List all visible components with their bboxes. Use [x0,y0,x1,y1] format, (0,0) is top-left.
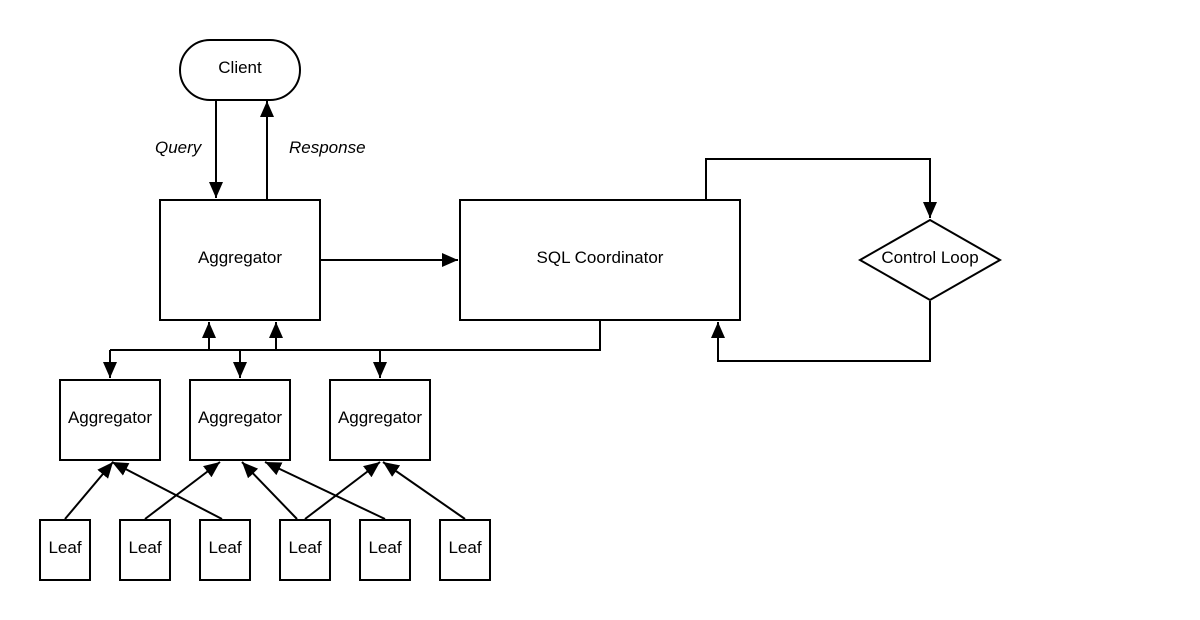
leaf-2-to-child-aggregator-2-arrow [144,461,221,520]
connectors [64,100,937,520]
child-aggregator-node-3: Aggregator [329,379,431,461]
aggregator-node: Aggregator [159,199,321,321]
leaf-4-to-child-aggregator-2-arrow [241,461,298,520]
response-label: Response [289,138,366,157]
coordinator-to-control-loop-arrow [705,158,937,218]
client-label: Client [218,58,262,77]
leaf-label-5: Leaf [368,538,401,557]
control-loop-node: Control Loop [857,218,1003,302]
sql-coordinator-node: SQL Coordinator [459,199,741,321]
sql-coordinator-label: SQL Coordinator [537,248,664,267]
child-aggregator-node-1: Aggregator [59,379,161,461]
leaf-node-1: Leaf [39,519,91,581]
query-label: Query [155,138,203,157]
leaf-label-3: Leaf [208,538,241,557]
leaf-label-6: Leaf [448,538,481,557]
leaf-node-3: Leaf [199,519,251,581]
leaf-5-to-child-aggregator-2-arrow [264,461,386,520]
leaf-node-5: Leaf [359,519,411,581]
child-aggregator-label-3: Aggregator [338,408,422,427]
control-loop-label: Control Loop [881,248,978,267]
leaf-4-to-child-aggregator-3-arrow [304,461,381,520]
leaf-label-2: Leaf [128,538,161,557]
coordinator-bus-line [110,321,601,351]
control-loop-to-coordinator-arrow [711,301,931,362]
leaf-node-6: Leaf [439,519,491,581]
child-aggregator-label-2: Aggregator [198,408,282,427]
leaf-3-to-child-aggregator-1-arrow [111,461,223,520]
leaf-1-to-child-aggregator-1-arrow [64,461,114,520]
child-aggregator-label-1: Aggregator [68,408,152,427]
leaf-6-to-child-aggregator-3-arrow [382,461,466,520]
leaf-label-4: Leaf [288,538,321,557]
client-node: Client [179,39,301,101]
leaf-node-2: Leaf [119,519,171,581]
leaf-label-1: Leaf [48,538,81,557]
aggregator-label: Aggregator [198,248,282,267]
child-aggregator-node-2: Aggregator [189,379,291,461]
leaf-node-4: Leaf [279,519,331,581]
